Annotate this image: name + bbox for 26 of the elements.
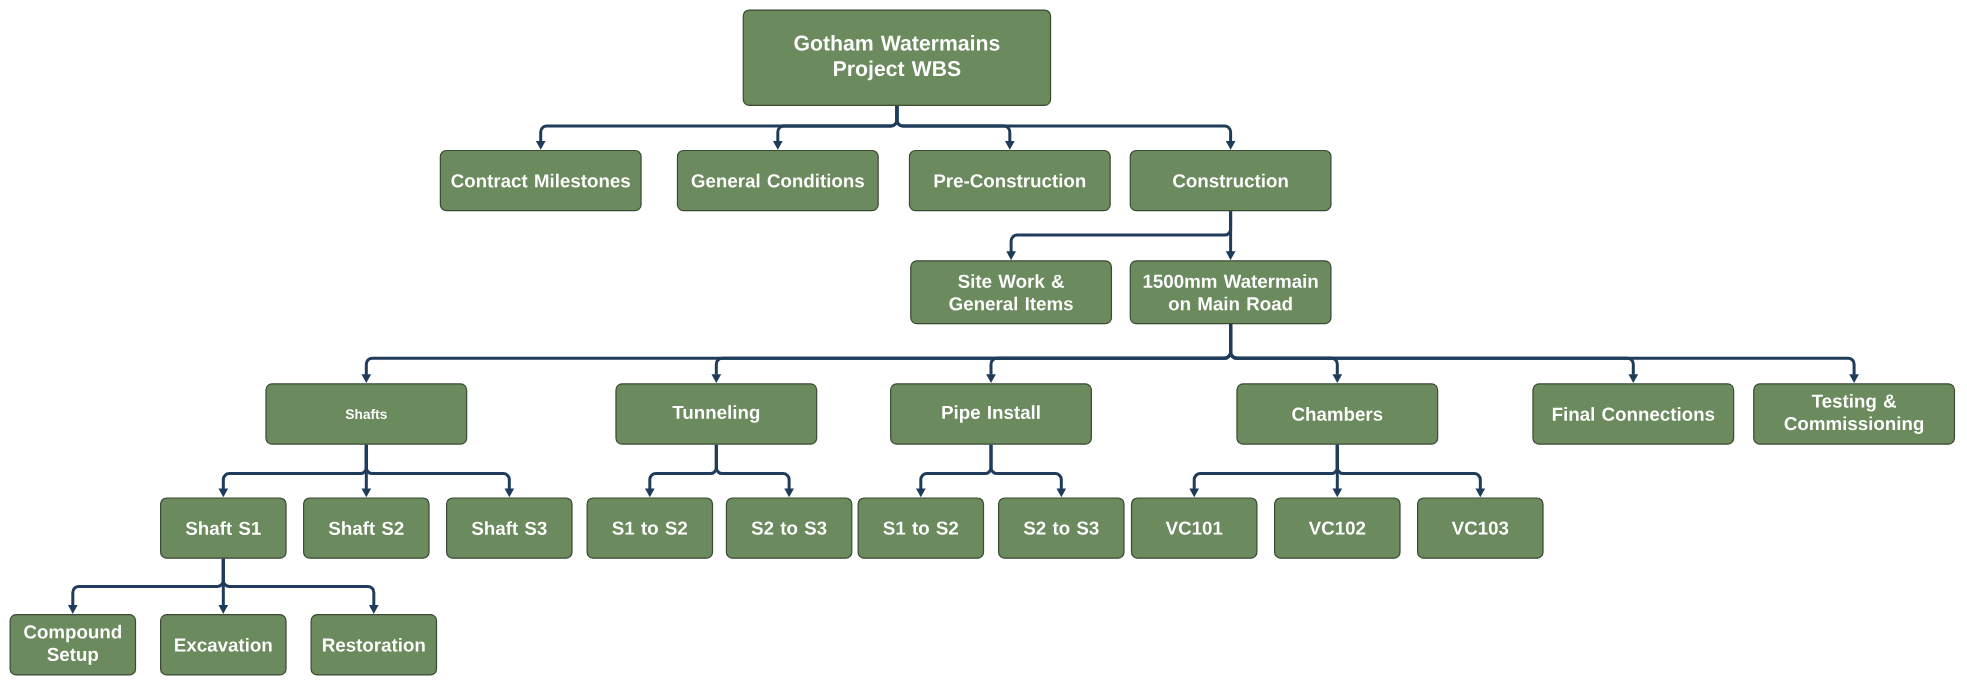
wbs-box: VC103 [1417, 497, 1544, 559]
wbs-box: S1 to S2 [586, 497, 714, 559]
wbs-box: S2 to S3 [725, 497, 853, 559]
wbs-box: Contract Milestones [439, 149, 642, 212]
wbs-box: S1 to S2 [857, 497, 985, 559]
wbs-box: Excavation [160, 614, 287, 676]
wbs-box: Chambers [1236, 383, 1439, 445]
wbs-box: Final Connections [1532, 383, 1735, 445]
wbs-box: Pipe Install [890, 383, 1092, 445]
wbs-box: Gotham Watermains Project WBS [742, 9, 1052, 106]
wbs-box: S2 to S3 [998, 497, 1125, 559]
wbs-box: Restoration [310, 614, 438, 676]
wbs-box: Testing & Commissioning [1753, 383, 1956, 445]
wbs-box: Shaft S2 [303, 497, 430, 559]
wbs-box: Shafts [265, 383, 468, 445]
wbs-box: Shaft S1 [160, 497, 287, 559]
wbs-box: Site Work & General Items [910, 260, 1113, 325]
wbs-box: Shaft S3 [446, 497, 573, 559]
wbs-box: VC101 [1130, 497, 1258, 559]
wbs-box: General Conditions [676, 149, 879, 212]
wbs-box: 1500mm Watermain on Main Road [1129, 260, 1332, 325]
wbs-box: Pre-Construction [908, 149, 1111, 212]
wbs-box: VC102 [1274, 497, 1401, 559]
wbs-box: Tunneling [615, 383, 818, 445]
wbs-box: Compound Setup [9, 614, 137, 676]
wbs-box: Construction [1129, 149, 1332, 212]
